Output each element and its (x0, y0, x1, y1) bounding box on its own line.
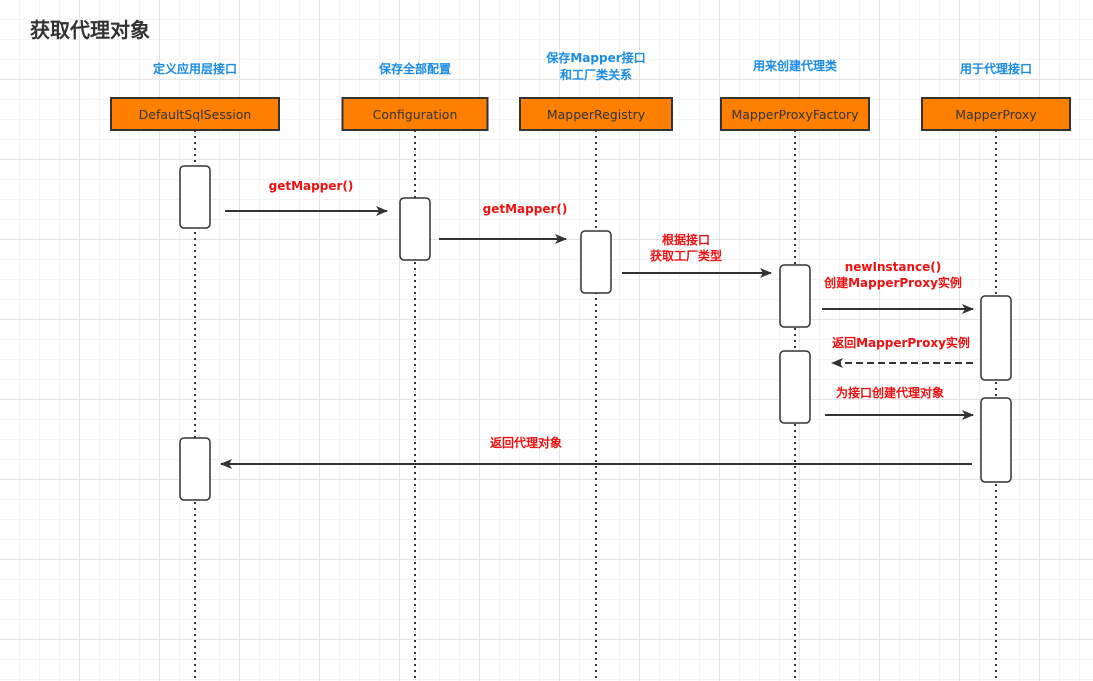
participant-name: MapperProxyFactory (731, 107, 859, 122)
activation-box (580, 230, 612, 294)
message-label: getMapper() (269, 179, 354, 193)
message-label: 根据接口 (662, 232, 710, 247)
participant-note: 保存Mapper接口 (545, 50, 645, 65)
lifelines (194, 130, 997, 681)
message-label: 为接口创建代理对象 (836, 385, 944, 400)
activation-boxes (179, 165, 1012, 501)
participant-header-box (341, 97, 489, 131)
message-label: 返回MapperProxy实例 (832, 335, 970, 350)
message-label: 获取工厂类型 (649, 248, 722, 263)
activation-box (399, 197, 431, 261)
participant-name: MapperRegistry (547, 107, 646, 122)
message-label: getMapper() (483, 202, 568, 216)
activation-box (779, 264, 811, 328)
activation-box (179, 165, 211, 229)
participant-note: 保存全部配置 (378, 61, 451, 76)
page-title: 获取代理对象 (30, 18, 150, 42)
participant-note: 用于代理接口 (959, 61, 1032, 76)
participant-note: 用来创建代理类 (752, 58, 838, 73)
participant-header-box (519, 97, 673, 131)
participant-name: Configuration (373, 107, 458, 122)
message-label: 创建MapperProxy实例 (823, 275, 962, 290)
participant-note: 定义应用层接口 (153, 61, 237, 76)
participant-name: MapperProxy (955, 107, 1037, 122)
participant-headers: DefaultSqlSession Configuration MapperRegi… (110, 97, 1071, 131)
activation-box (179, 437, 211, 501)
participant-header-box (720, 97, 870, 131)
participant-note: 和工厂类关系 (559, 67, 632, 82)
participant-header-box (921, 97, 1071, 131)
participant-header-box (110, 97, 280, 131)
activation-box (779, 350, 811, 424)
participant-name: DefaultSqlSession (139, 107, 252, 122)
activation-box (980, 295, 1012, 381)
activation-box (980, 397, 1012, 483)
message-label: newInstance() (845, 260, 942, 274)
message-label: 返回代理对象 (490, 435, 562, 450)
